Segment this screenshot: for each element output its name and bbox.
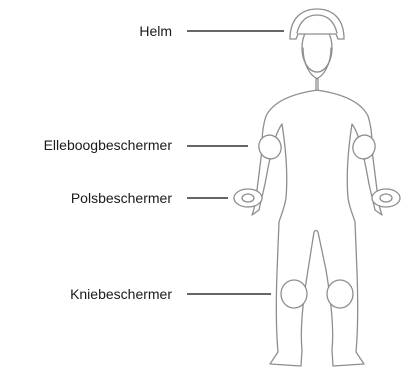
elbow-pad-left <box>256 132 285 162</box>
knee-pad-left <box>281 280 307 308</box>
knee-pad-right <box>327 280 353 308</box>
helmet-gear <box>290 9 344 39</box>
wrist-guard-left <box>234 189 262 207</box>
wrist-guard-right <box>372 189 400 207</box>
label-knee-pads: Kniebeschermer <box>70 286 172 302</box>
elbow-pad-right <box>350 132 379 162</box>
label-elbow-pads: Elleboogbeschermer <box>44 137 172 153</box>
body-outline <box>252 48 382 366</box>
label-wrist-guards: Polsbeschermer <box>71 190 172 206</box>
label-helmet: Helm <box>139 23 172 39</box>
